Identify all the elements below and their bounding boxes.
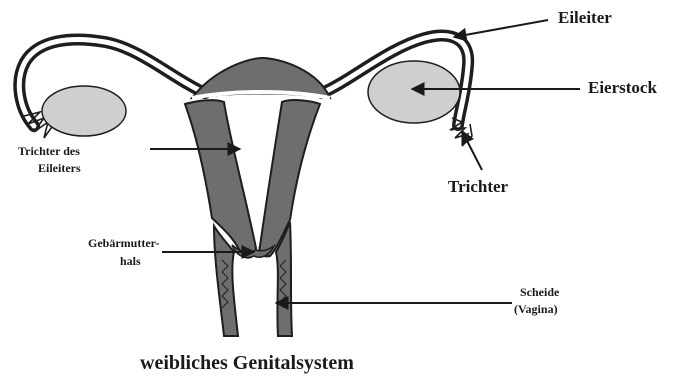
left-ovary [42, 86, 126, 136]
label-scheide-line2: (Vagina) [514, 302, 558, 316]
label-scheide-line1: Scheide [520, 285, 560, 299]
label-gebaermutterhals-line2: hals [120, 254, 141, 268]
label-gebaermutterhals-line1: Gebärmutter- [88, 236, 160, 250]
label-trichter-des-eileiters-line2: Eileiters [38, 161, 81, 175]
uterine-cavity-band [192, 92, 330, 98]
diagram-caption: weibliches Genitalsystem [140, 352, 354, 374]
right-ovary [368, 61, 460, 123]
arrow-eileiter [454, 20, 548, 37]
labels: Eileiter Eierstock Trichter Trichter des… [18, 8, 657, 374]
label-eileiter: Eileiter [558, 8, 612, 27]
label-eierstock: Eierstock [588, 78, 657, 97]
label-trichter-des-eileiters-line1: Trichter des [18, 144, 80, 158]
label-trichter: Trichter [448, 177, 509, 196]
